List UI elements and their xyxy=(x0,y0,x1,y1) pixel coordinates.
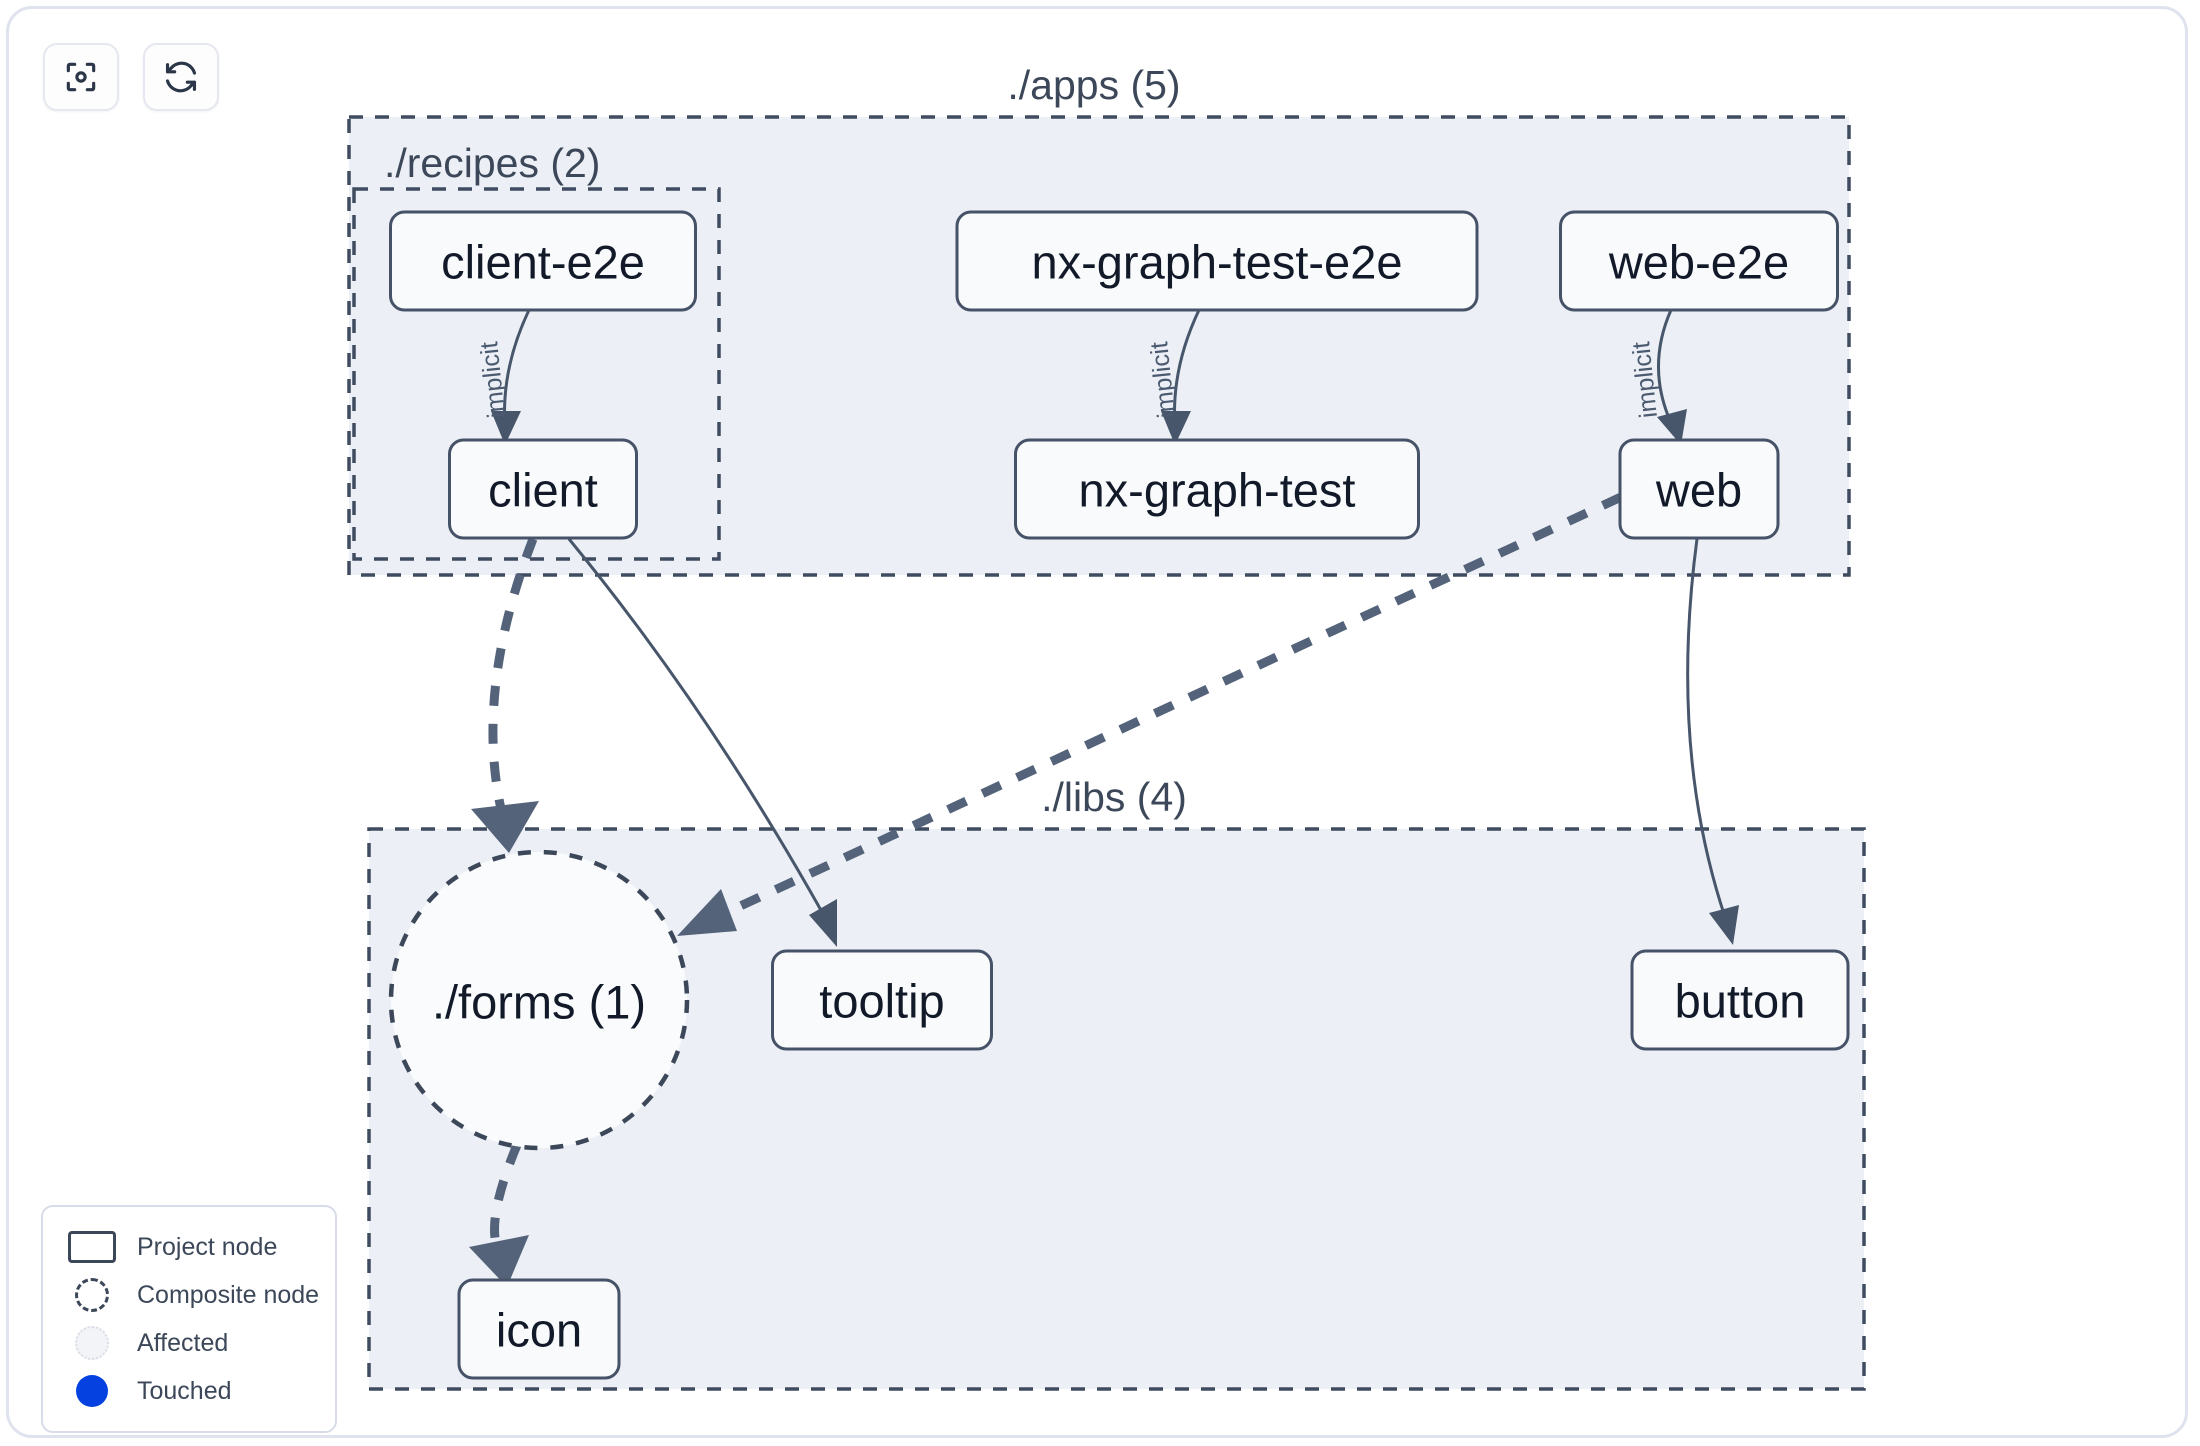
node-web-label: web xyxy=(1655,464,1742,517)
node-tooltip-rect[interactable] xyxy=(771,949,993,1051)
composite-node-icon xyxy=(61,1278,123,1312)
node-client[interactable]: client xyxy=(448,438,638,540)
node-web[interactable]: web xyxy=(1618,438,1780,540)
focus-target-icon xyxy=(62,58,100,96)
edge-web-e2e-to-web[interactable]: implicit xyxy=(1627,309,1687,445)
node-client-e2e[interactable]: client-e2e xyxy=(389,210,697,312)
node-web-e2e[interactable]: web-e2e xyxy=(1559,210,1839,312)
node-client-e2e-label: client-e2e xyxy=(441,236,645,289)
node-web-e2e-rect[interactable] xyxy=(1559,210,1839,312)
project-graph-svg[interactable]: ./apps (5) ./recipes (2) ./libs (4) impl… xyxy=(9,9,2200,1446)
legend-label-composite-node: Composite node xyxy=(137,1280,320,1309)
graph-legend: Project node Composite node Affected Tou… xyxy=(41,1205,337,1433)
graph-toolbar xyxy=(43,43,219,111)
node-nx-graph-test-e2e-rect[interactable] xyxy=(955,210,1479,312)
focus-graph-button[interactable] xyxy=(43,43,119,111)
node-forms-label: ./forms (1) xyxy=(432,976,646,1029)
group-libs-label: ./libs (4) xyxy=(1041,774,1187,820)
legend-item-composite-node: Composite node xyxy=(61,1271,320,1319)
touched-node-icon xyxy=(61,1375,123,1407)
project-node-icon xyxy=(61,1231,123,1263)
node-nx-graph-test[interactable]: nx-graph-test xyxy=(1014,438,1420,540)
node-nx-graph-test-label: nx-graph-test xyxy=(1079,464,1356,517)
affected-node-icon xyxy=(61,1326,123,1360)
edge-client-to-tooltip[interactable] xyxy=(567,538,837,947)
edge-nx-graph-test-e2e-to-nx-graph-test[interactable]: implicit xyxy=(1145,309,1201,445)
legend-label-affected: Affected xyxy=(137,1328,229,1357)
node-icon[interactable]: icon xyxy=(457,1278,621,1380)
edge-web-to-forms[interactable] xyxy=(677,492,1623,936)
group-recipes-label: ./recipes (2) xyxy=(384,140,600,186)
node-client-rect[interactable] xyxy=(448,438,638,540)
legend-item-touched: Touched xyxy=(61,1367,317,1415)
node-forms-composite[interactable]: ./forms (1) xyxy=(388,849,690,1151)
refresh-graph-button[interactable] xyxy=(143,43,219,111)
edge-forms-to-icon[interactable] xyxy=(469,1143,529,1287)
node-tooltip-label: tooltip xyxy=(819,975,944,1028)
node-forms-circle[interactable] xyxy=(388,849,690,1151)
legend-label-touched: Touched xyxy=(137,1376,232,1405)
node-button[interactable]: button xyxy=(1630,949,1850,1051)
graph-canvas-panel[interactable]: ./apps (5) ./recipes (2) ./libs (4) impl… xyxy=(6,6,2188,1438)
node-web-e2e-label: web-e2e xyxy=(1608,236,1789,289)
node-button-label: button xyxy=(1675,975,1806,1028)
node-nx-graph-test-e2e[interactable]: nx-graph-test-e2e xyxy=(955,210,1479,312)
node-button-rect[interactable] xyxy=(1630,949,1850,1051)
node-client-label: client xyxy=(488,464,598,517)
node-icon-label: icon xyxy=(496,1304,582,1357)
refresh-icon xyxy=(162,58,200,96)
legend-item-affected: Affected xyxy=(61,1319,317,1367)
group-apps-label: ./apps (5) xyxy=(1007,62,1180,108)
node-client-e2e-rect[interactable] xyxy=(389,210,697,312)
node-nx-graph-test-rect[interactable] xyxy=(1014,438,1420,540)
legend-item-project-node: Project node xyxy=(61,1223,317,1271)
node-nx-graph-test-e2e-label: nx-graph-test-e2e xyxy=(1032,236,1403,289)
legend-label-project-node: Project node xyxy=(137,1232,278,1261)
node-web-rect[interactable] xyxy=(1618,438,1780,540)
node-tooltip[interactable]: tooltip xyxy=(771,949,993,1051)
node-icon-rect[interactable] xyxy=(457,1278,621,1380)
edge-client-to-forms[interactable] xyxy=(471,537,539,853)
edge-web-to-button[interactable] xyxy=(1686,538,1739,945)
